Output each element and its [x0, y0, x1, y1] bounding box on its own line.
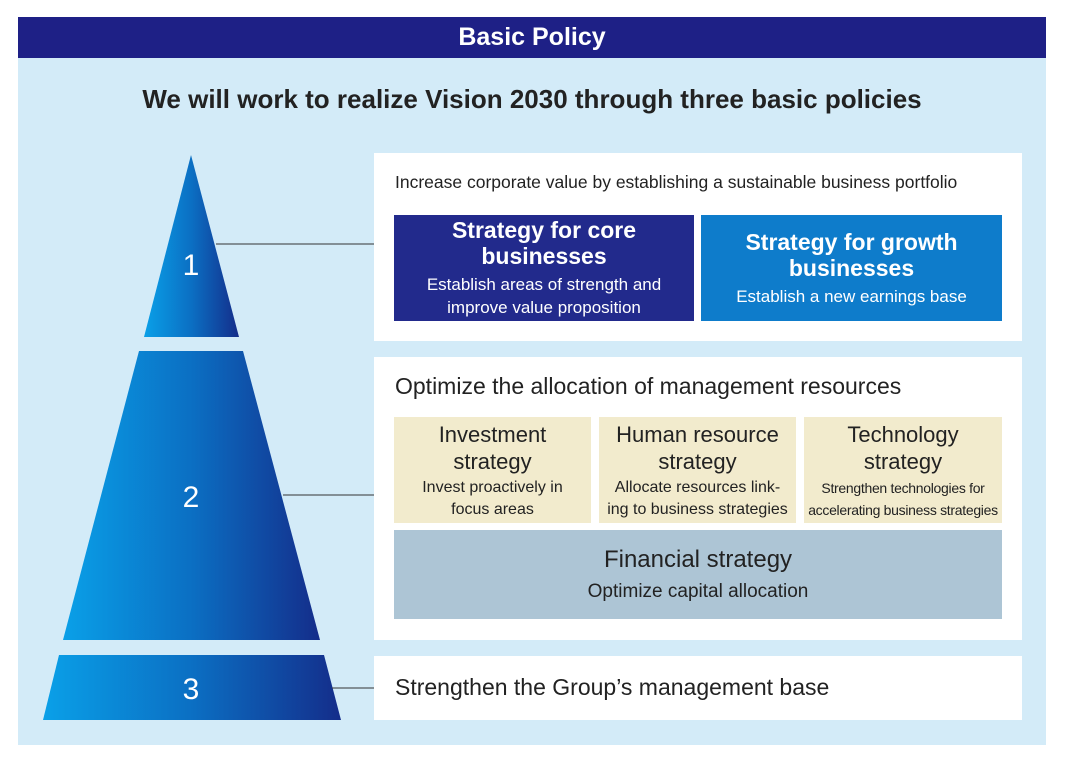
technology-strategy-card: Technology strategy Strengthen technolog… [804, 417, 1002, 523]
policy-3-title: Strengthen the Group’s management base [395, 674, 830, 700]
pyramid-level-3 [43, 655, 341, 720]
growth-strategy-desc: Establish a new earnings base [736, 286, 967, 306]
pyramid-level-1 [144, 155, 239, 337]
investment-title-2: strategy [453, 449, 532, 474]
subtitle: We will work to realize Vision 2030 thro… [142, 84, 922, 114]
core-business-strategy-card: Strategy for core businesses Establish a… [394, 215, 694, 321]
growth-strategy-title-1: Strategy for growth [745, 228, 958, 255]
investment-strategy-card: Investment strategy Invest proactively i… [394, 417, 591, 523]
growth-business-strategy-card: Strategy for growth businesses Establish… [701, 215, 1002, 321]
investment-desc-2: focus areas [451, 501, 534, 518]
technology-desc-2: accelerating business strategies [808, 502, 998, 518]
technology-title-1: Technology [847, 422, 959, 447]
policy-2-title: Optimize the allocation of management re… [395, 373, 902, 399]
human-desc-2: ing to business strategies [607, 501, 788, 518]
human-desc-1: Allocate resources link- [614, 479, 781, 496]
header-banner: Basic Policy [18, 17, 1046, 58]
technology-desc-1: Strengthen technologies for [821, 480, 985, 496]
policy-3-box [374, 656, 1022, 720]
human-title-1: Human resource [616, 422, 779, 447]
core-strategy-desc-1: Establish areas of strength and [426, 275, 662, 294]
level-number-3: 3 [183, 673, 200, 706]
level-number-1: 1 [183, 249, 200, 282]
pyramid-level-2 [63, 351, 320, 640]
human-title-2: strategy [658, 449, 737, 474]
financial-desc: Optimize capital allocation [587, 580, 809, 602]
policy-1-title: Increase corporate value by establishing… [395, 172, 958, 192]
investment-desc-1: Invest proactively in [422, 479, 563, 496]
header-title: Basic Policy [458, 23, 606, 51]
level-number-2: 2 [183, 481, 200, 514]
core-strategy-title: Strategy for core businesses [451, 217, 637, 269]
growth-strategy-title-2: businesses [788, 254, 915, 281]
human-resource-strategy-card: Human resource strategy Allocate resourc… [599, 417, 796, 523]
investment-title-1: Investment [438, 422, 547, 447]
technology-title-2: strategy [863, 449, 943, 474]
financial-strategy-card: Financial strategy Optimize capital allo… [394, 530, 1002, 619]
core-strategy-desc-2: improve value proposition [447, 298, 641, 317]
financial-title: Financial strategy [603, 545, 793, 573]
